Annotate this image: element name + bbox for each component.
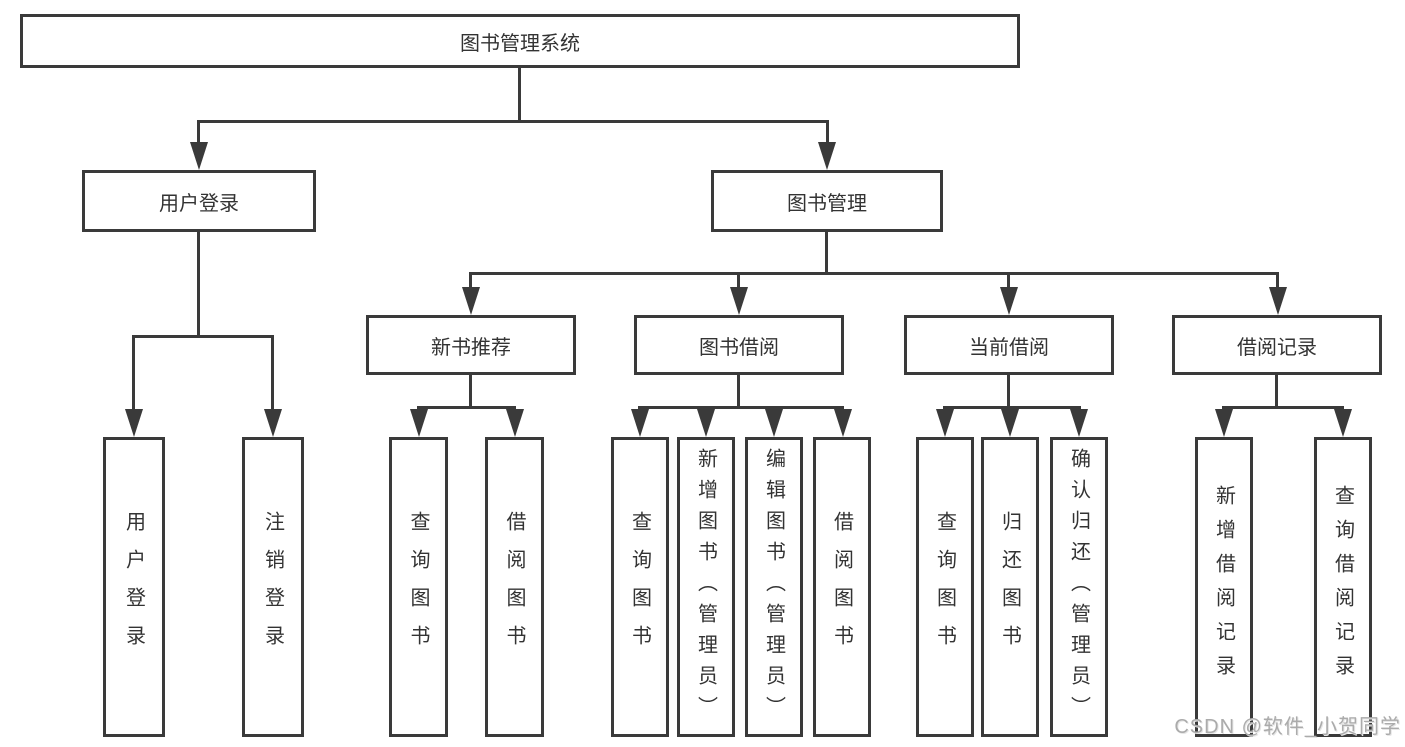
leaf-query-borrow-record: 查询借阅记录 xyxy=(1314,437,1372,737)
leaf-query-books-borrow-label: 查询图书 xyxy=(628,511,651,663)
leaf-add-borrow-record-label: 新增借阅记录 xyxy=(1212,485,1235,689)
arrow-down-icon xyxy=(1215,409,1233,437)
leaf-add-borrow-record: 新增借阅记录 xyxy=(1195,437,1253,737)
connector-line xyxy=(197,120,200,146)
arrow-down-icon xyxy=(936,409,954,437)
leaf-edit-book-admin: 编辑图书（管理员） xyxy=(745,437,803,737)
leaf-query-books-current: 查询图书 xyxy=(916,437,974,737)
node-borrow-records-label: 借阅记录 xyxy=(1237,336,1317,359)
arrow-down-icon xyxy=(264,409,282,437)
connector-line xyxy=(737,375,740,406)
connector-line xyxy=(132,335,274,338)
node-book-borrow-label: 图书借阅 xyxy=(699,336,779,359)
arrow-down-icon xyxy=(410,409,428,437)
leaf-edit-book-admin-label: 编辑图书（管理员） xyxy=(762,447,785,727)
arrow-down-icon xyxy=(1070,409,1088,437)
connector-line xyxy=(1007,272,1010,290)
leaf-query-books-recommend-label: 查询图书 xyxy=(407,511,429,663)
connector-line xyxy=(1276,272,1279,290)
connector-line xyxy=(943,406,1081,409)
node-book-borrow: 图书借阅 xyxy=(634,315,844,375)
connector-line xyxy=(417,406,516,409)
arrow-down-icon xyxy=(462,287,480,315)
node-book-management: 图书管理 xyxy=(711,170,943,232)
leaf-borrow-books: 借阅图书 xyxy=(813,437,871,737)
connector-line xyxy=(1275,375,1278,406)
arrow-down-icon xyxy=(1000,287,1018,315)
node-user-login-label: 用户登录 xyxy=(159,192,239,215)
node-root-label: 图书管理系统 xyxy=(460,32,580,55)
node-user-login: 用户登录 xyxy=(82,170,316,232)
leaf-user-login: 用户登录 xyxy=(103,437,165,737)
node-new-book-recommend-label: 新书推荐 xyxy=(431,336,511,359)
node-new-book-recommend: 新书推荐 xyxy=(366,315,576,375)
leaf-query-books-current-label: 查询图书 xyxy=(933,511,956,663)
connector-line xyxy=(737,272,740,290)
arrow-down-icon xyxy=(1001,409,1019,437)
arrow-down-icon xyxy=(765,409,783,437)
connector-line xyxy=(826,120,829,146)
arrow-down-icon xyxy=(730,287,748,315)
arrow-down-icon xyxy=(1269,287,1287,315)
leaf-query-books-borrow: 查询图书 xyxy=(611,437,669,737)
leaf-confirm-return-admin-label: 确认归还（管理员） xyxy=(1067,447,1090,727)
connector-line xyxy=(271,335,274,412)
connector-line xyxy=(197,232,200,335)
connector-line xyxy=(1007,375,1010,406)
node-book-management-label: 图书管理 xyxy=(787,192,867,215)
node-root: 图书管理系统 xyxy=(20,14,1020,68)
connector-line xyxy=(132,335,135,412)
connector-line xyxy=(1222,406,1344,409)
arrow-down-icon xyxy=(697,409,715,437)
leaf-return-book: 归还图书 xyxy=(981,437,1039,737)
leaf-user-login-label: 用户登录 xyxy=(122,511,145,663)
arrow-down-icon xyxy=(1334,409,1352,437)
leaf-confirm-return-admin: 确认归还（管理员） xyxy=(1050,437,1108,737)
leaf-return-book-label: 归还图书 xyxy=(998,511,1021,663)
node-current-borrow-label: 当前借阅 xyxy=(969,336,1049,359)
arrow-down-icon xyxy=(190,142,208,170)
connector-line xyxy=(825,232,828,272)
leaf-query-books-recommend: 查询图书 xyxy=(389,437,448,737)
arrow-down-icon xyxy=(506,409,524,437)
arrow-down-icon xyxy=(125,409,143,437)
connector-line xyxy=(197,120,829,123)
connector-line xyxy=(469,375,472,406)
leaf-query-borrow-record-label: 查询借阅记录 xyxy=(1331,485,1354,689)
leaf-add-book-admin-label: 新增图书（管理员） xyxy=(694,447,717,727)
node-borrow-records: 借阅记录 xyxy=(1172,315,1382,375)
leaf-logout-label: 注销登录 xyxy=(261,511,284,663)
connector-line xyxy=(469,272,472,290)
arrow-down-icon xyxy=(631,409,649,437)
connector-line xyxy=(518,68,521,120)
connector-line xyxy=(638,406,844,409)
leaf-borrow-books-label: 借阅图书 xyxy=(830,511,853,663)
csdn-watermark: CSDN @软件_小贺同学 xyxy=(1174,716,1401,738)
connector-line xyxy=(469,272,1279,275)
leaf-borrow-books-recommend: 借阅图书 xyxy=(485,437,544,737)
arrow-down-icon xyxy=(818,142,836,170)
leaf-logout: 注销登录 xyxy=(242,437,304,737)
leaf-add-book-admin: 新增图书（管理员） xyxy=(677,437,735,737)
node-current-borrow: 当前借阅 xyxy=(904,315,1114,375)
arrow-down-icon xyxy=(834,409,852,437)
leaf-borrow-books-recommend-label: 借阅图书 xyxy=(503,511,525,663)
